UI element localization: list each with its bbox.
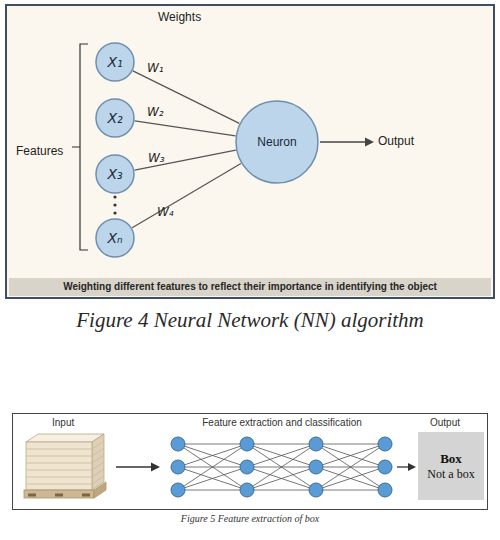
panel-label: Features [16,144,63,158]
neuron-circle [236,101,318,183]
node-text: Weighting different features to reflect … [63,281,437,293]
caption-band: Weighting different features to reflect … [9,278,491,296]
panel-label: Output [378,134,414,148]
figure-panel: WeightsFeatures Output X₁ X₂ X₃ Xₙ NeuronWeigh… [5,4,495,299]
figure-caption: Figure 4 Neural Network (NN) algorithm [0,308,500,333]
node-text: Neuron [257,135,296,149]
feature-circle [96,219,134,257]
node-text: Not a box [427,467,474,481]
weight-label: W₁ [147,61,164,75]
node-text: X₂ [107,110,122,127]
panel-label: Input [52,417,74,429]
panel-label: Feature extraction and classification [202,417,362,429]
node-text: Box [440,451,462,467]
neuron-circle: Neuron [235,100,319,184]
output-box: BoxNot a box [418,432,484,500]
feature-circle [96,43,134,81]
panel-label: Output [430,417,460,429]
feature-circle: X₂ [95,98,135,138]
feature-circle: X₃ [95,154,135,194]
figure-caption: Figure 5 Feature extraction of box [0,513,500,525]
feature-circle [96,155,134,193]
figure-panel: Input Feature extraction and classificati… [12,413,488,510]
feature-circle: X₁ [95,42,135,82]
weight-label: W₄ [157,205,174,219]
node-text: Xₙ [107,230,122,247]
node-text: X₁ [107,54,122,71]
weight-label: W₂ [147,105,164,119]
feature-circle: Xₙ [95,218,135,258]
weight-label: W₃ [148,151,165,165]
panel-label: Weights [158,10,201,24]
feature-circle [96,99,134,137]
node-text: X₃ [107,166,122,183]
